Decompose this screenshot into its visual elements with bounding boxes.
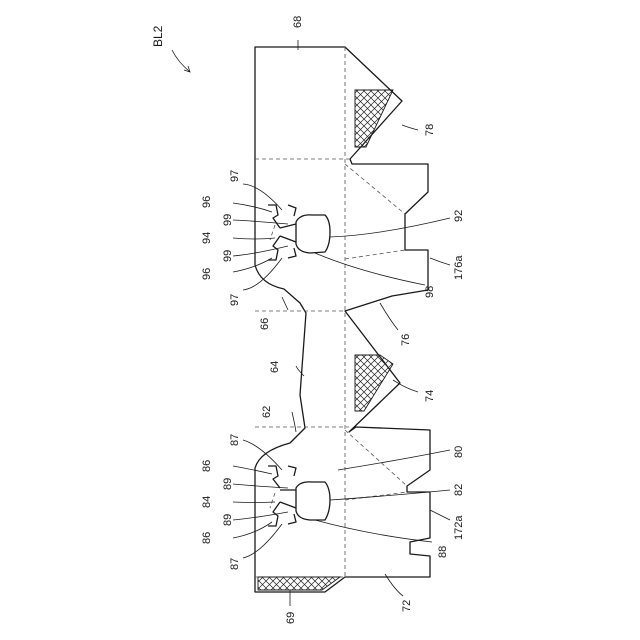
- label-172a: 172a: [453, 515, 465, 540]
- label-89-lower-b: 89: [222, 514, 234, 526]
- label-96-upper-a: 96: [201, 196, 213, 208]
- label-80: 80: [453, 446, 465, 458]
- label-64: 64: [269, 361, 281, 373]
- label-89-lower-a: 89: [222, 478, 234, 490]
- lower-bead-stem: [280, 490, 296, 508]
- label-84: 84: [201, 496, 213, 508]
- label-92: 92: [453, 210, 465, 222]
- label-87-lower-a: 87: [229, 434, 241, 446]
- figure-label-arrow: [172, 50, 190, 72]
- label-62: 62: [261, 406, 273, 418]
- lower-notch-teeth: [268, 466, 296, 526]
- profile-outline: [255, 47, 430, 592]
- label-97-upper-a: 97: [229, 170, 241, 182]
- upper-bead-stem: [280, 224, 296, 242]
- label-176a: 176a: [453, 255, 465, 280]
- hatch-region-74: [355, 355, 393, 411]
- label-94: 94: [201, 232, 213, 244]
- label-88: 88: [437, 546, 449, 558]
- hatch-region-78: [355, 90, 393, 147]
- label-86-lower-a: 86: [201, 460, 213, 472]
- lower-bead: [296, 482, 330, 520]
- construction-lines: [255, 47, 407, 577]
- label-98: 98: [424, 286, 436, 298]
- label-66: 66: [259, 318, 271, 330]
- label-97-upper-b: 97: [229, 294, 241, 306]
- label-82: 82: [453, 484, 465, 496]
- figure-label: BL2: [151, 25, 165, 47]
- label-86-lower-b: 86: [201, 532, 213, 544]
- label-74: 74: [424, 390, 436, 402]
- label-78: 78: [424, 124, 436, 136]
- label-72: 72: [401, 600, 413, 612]
- label-99-upper-b: 99: [222, 250, 234, 262]
- label-69: 69: [285, 612, 297, 624]
- upper-bead: [296, 215, 330, 253]
- label-76: 76: [400, 334, 412, 346]
- label-99-upper-a: 99: [222, 214, 234, 226]
- label-68: 68: [292, 16, 304, 28]
- hatch-region-69: [258, 577, 340, 590]
- label-96-upper-b: 96: [201, 268, 213, 280]
- label-87-lower-b: 87: [229, 558, 241, 570]
